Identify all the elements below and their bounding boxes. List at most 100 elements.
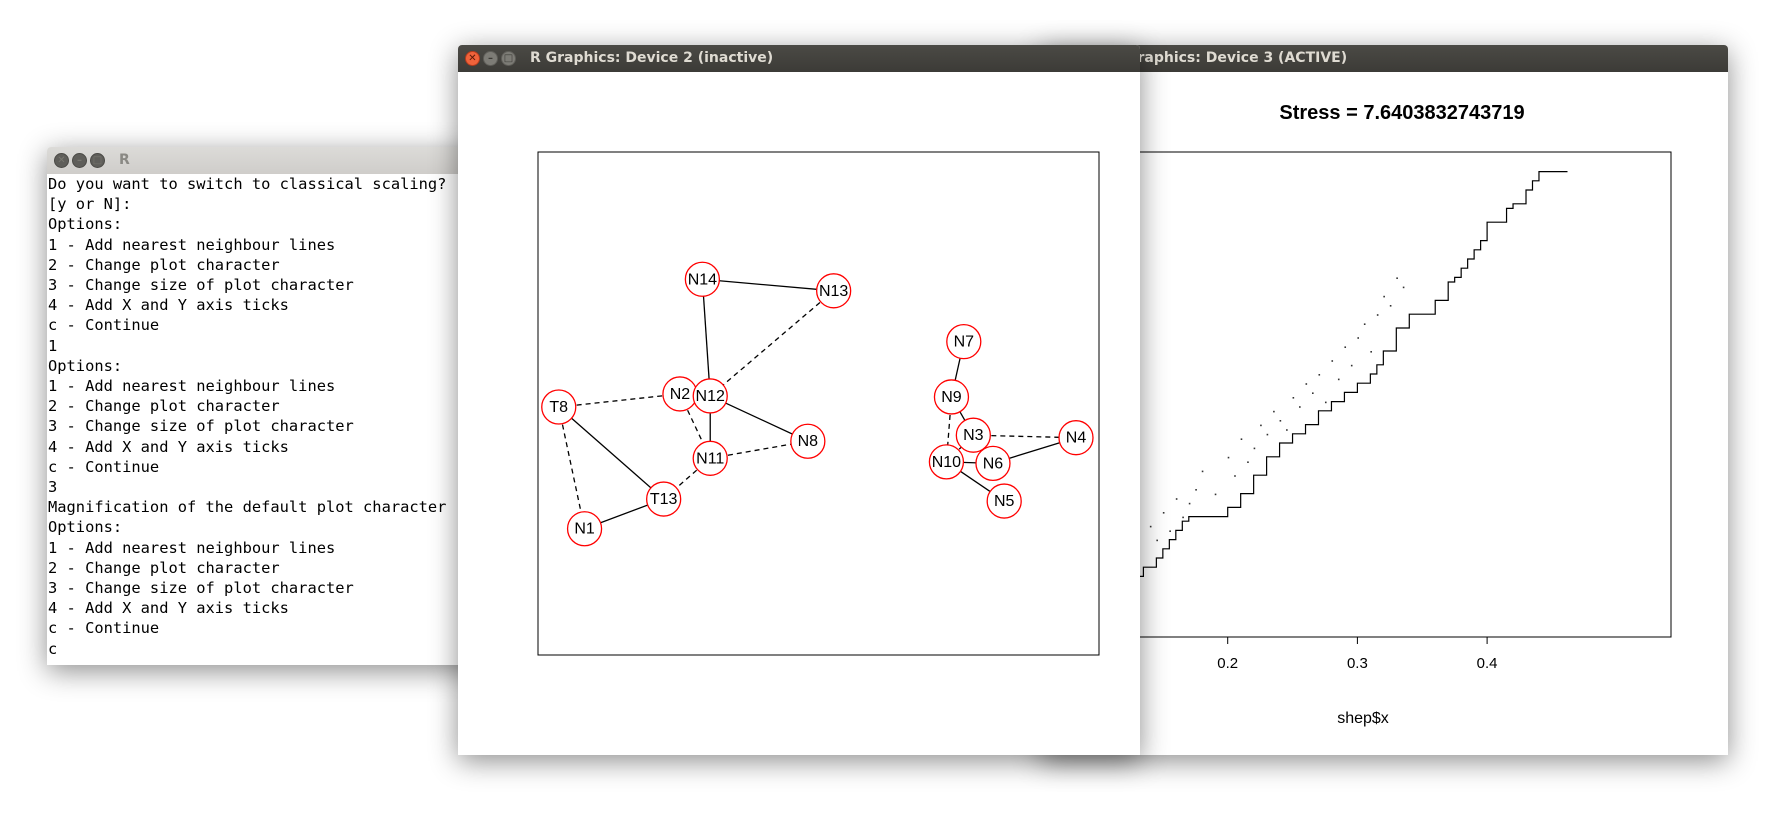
node-N12: N12	[692, 378, 728, 414]
x-tick-label: 0.4	[1477, 655, 1498, 672]
edge-N12-N8	[709, 395, 809, 442]
node-N14: N14	[684, 261, 721, 297]
node-N13: N13	[815, 273, 852, 309]
data-point	[1156, 539, 1158, 542]
data-point	[1195, 489, 1197, 491]
data-point	[1318, 374, 1321, 376]
terminal-line: 4 - Add X and Y axis ticks	[48, 437, 289, 456]
data-point	[1344, 346, 1347, 348]
device2-titlebar[interactable]: ✕ – □ R Graphics: Device 2 (inactive)	[458, 45, 1140, 72]
terminal-line: Options:	[48, 518, 123, 537]
data-point	[1260, 424, 1262, 427]
node-N10: N10	[928, 444, 965, 480]
data-point	[1247, 461, 1249, 463]
node-label: N12	[696, 388, 725, 405]
data-point	[1286, 429, 1288, 431]
data-point	[1175, 498, 1178, 500]
node-circle	[646, 481, 682, 517]
node-label: N10	[932, 454, 961, 471]
node-circle	[955, 417, 991, 453]
terminal-line: 1 - Add nearest neighbour lines	[48, 377, 336, 396]
edge-N14-N12	[701, 279, 711, 396]
node-T8: T8	[541, 389, 577, 425]
close-icon[interactable]: ✕	[54, 153, 69, 168]
data-point	[1266, 433, 1269, 436]
terminal-line: 1	[48, 336, 58, 355]
data-point	[1350, 364, 1353, 367]
terminal-line: c - Continue	[48, 316, 160, 335]
data-point	[1240, 438, 1243, 440]
node-label: T8	[549, 399, 568, 416]
data-point	[1357, 337, 1359, 339]
data-point	[1214, 493, 1217, 496]
node-N7: N7	[946, 323, 982, 360]
edge-N14-N13	[702, 278, 834, 292]
data-point	[1396, 277, 1398, 279]
data-point	[1292, 397, 1295, 399]
minimize-icon[interactable]: –	[483, 51, 498, 66]
node-N3: N3	[955, 417, 991, 453]
node-label: N9	[941, 389, 962, 406]
terminal-line: 2 - Change plot character	[48, 558, 280, 577]
terminal-line: 3 - Change size of plot character	[48, 579, 354, 598]
minimize-icon[interactable]: –	[72, 153, 87, 168]
terminal-output[interactable]: Do you want to switch to classical scali…	[47, 174, 487, 665]
maximize-icon[interactable]: □	[501, 51, 516, 66]
maximize-icon[interactable]: □	[90, 153, 105, 168]
data-point	[1299, 406, 1301, 408]
terminal-line: 4 - Add X and Y axis ticks	[48, 296, 289, 315]
x-tick-label: 0.2	[1217, 655, 1238, 672]
device3-window: Graphics: Device 3 (ACTIVE) Stress = 7.6…	[1040, 45, 1728, 755]
data-point	[1234, 475, 1236, 477]
data-point	[1162, 512, 1165, 514]
node-label: N11	[696, 450, 724, 467]
device3-titlebar[interactable]: Graphics: Device 3 (ACTIVE)	[1040, 45, 1728, 72]
terminal-titlebar[interactable]: ✕ – □ R	[47, 147, 487, 174]
terminal-line: 2 - Change plot character	[48, 397, 280, 416]
data-point	[1370, 351, 1372, 353]
node-label: N6	[983, 455, 1004, 472]
terminal-line: Options:	[48, 215, 123, 234]
step-line	[1040, 171, 1568, 619]
node-label: N5	[994, 493, 1015, 510]
close-icon[interactable]: ✕	[465, 51, 480, 66]
data-point	[1305, 383, 1308, 385]
node-label: N8	[798, 433, 819, 450]
terminal-line: c - Continue	[48, 457, 160, 476]
data-point	[1188, 502, 1191, 505]
node-circle	[541, 389, 577, 425]
node-label: N1	[574, 521, 595, 538]
node-label: N4	[1066, 430, 1087, 447]
node-circle	[815, 273, 852, 309]
node-label: T13	[650, 491, 678, 508]
node-T13: T13	[646, 481, 682, 517]
edge-T8-N1	[558, 406, 586, 529]
node-N8: N8	[790, 423, 826, 459]
terminal-line: 3	[48, 478, 58, 497]
edge-N13-N12	[709, 290, 835, 397]
data-point	[1149, 525, 1152, 528]
node-circle	[692, 440, 728, 476]
terminal-line: Options:	[48, 356, 123, 375]
node-N9: N9	[933, 379, 970, 415]
terminal-window[interactable]: ✕ – □ R Do you want to switch to classic…	[47, 147, 487, 665]
node-label: N2	[670, 386, 691, 403]
node-circle	[986, 483, 1022, 519]
terminal-line: Magnification of the default plot charac…	[48, 498, 465, 517]
data-point	[1383, 295, 1385, 298]
node-circle	[933, 379, 970, 415]
node-N4: N4	[1058, 420, 1094, 456]
terminal-title: R	[119, 152, 130, 168]
node-label: N3	[963, 427, 984, 444]
data-point	[1331, 360, 1334, 362]
node-label: N7	[954, 334, 975, 351]
shepard-plot: Stress = 7.6403832743719 0.10.20.30.4 sh…	[1040, 102, 1672, 727]
data-point	[1337, 378, 1340, 381]
node-circle	[684, 261, 721, 297]
plot-frame	[537, 151, 1100, 656]
node-label: N14	[688, 271, 717, 288]
node-circle	[692, 378, 728, 414]
data-point	[1324, 401, 1327, 404]
device3-title: Graphics: Device 3 (ACTIVE)	[1126, 50, 1348, 66]
